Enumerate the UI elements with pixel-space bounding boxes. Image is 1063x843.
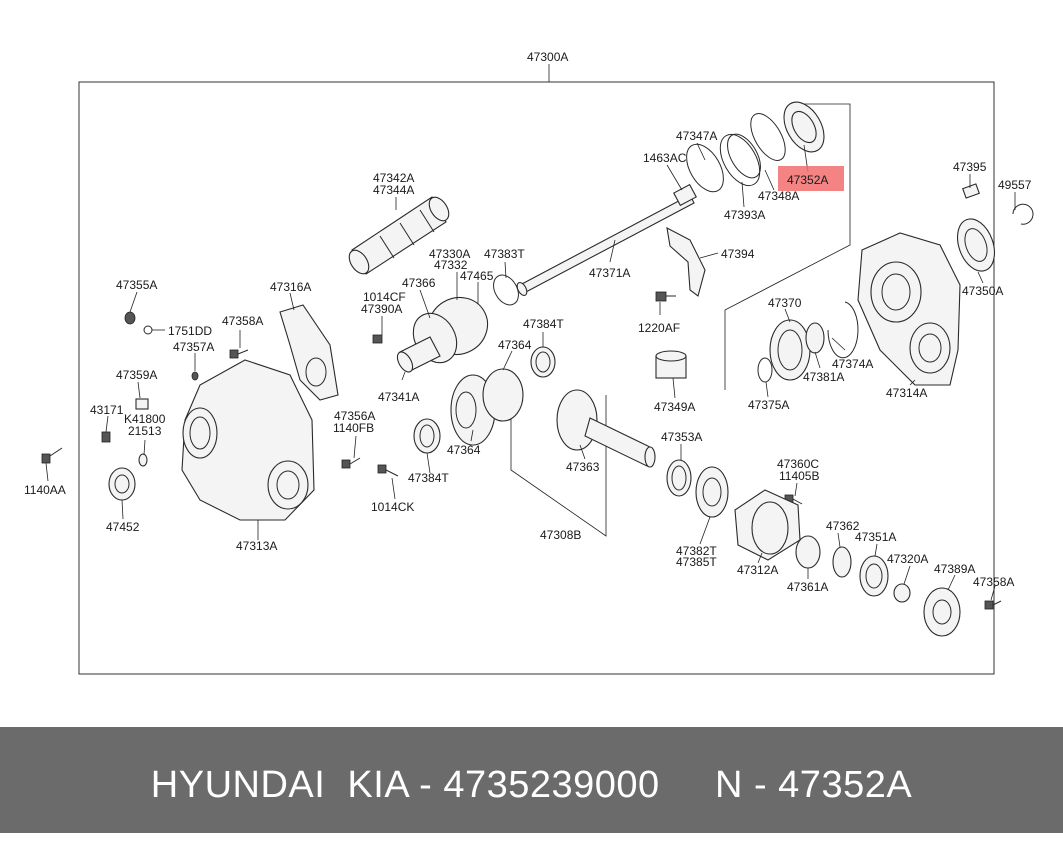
input-gear-part [396,274,556,378]
label-43171: 43171 [90,403,124,417]
label-47312A: 47312A [737,563,778,577]
callout-labels: 47300A 47347A 1463AC 47352A 47348A 47393… [24,50,1032,594]
label-47342A: 47342A [373,171,414,185]
label-K41800: K41800 [124,412,166,426]
label-47452: 47452 [106,520,140,534]
label-47300A: 47300A [527,50,568,64]
label-47364-lower: 47364 [447,443,481,457]
label-1140FB: 1140FB [333,421,374,435]
label-47349A: 47349A [654,400,695,414]
rear-housing-part [857,232,961,386]
label-47389A: 47389A [934,562,975,576]
label-47390A: 47390A [361,302,402,316]
label-1014CK: 1014CK [371,500,414,514]
label-47332: 47332 [434,258,468,272]
part-number-text: HYUNDAI KIA - 4735239000 N - 47352A [150,764,913,806]
bolt-parts [41,291,1002,610]
label-47385T: 47385T [676,555,717,569]
label-47357A: 47357A [173,340,214,354]
label-47313A: 47313A [236,539,277,553]
label-47356A: 47356A [334,409,375,423]
exploded-parts-diagram: 47300A 47347A 1463AC 47352A 47348A 47393… [24,50,1034,675]
leader-lines [45,142,1016,601]
shield-plate-part [666,227,706,297]
label-47375A: 47375A [748,398,789,412]
label-47330A: 47330A [429,247,470,261]
label-47362: 47362 [826,519,860,533]
label-47316A: 47316A [270,280,311,294]
label-47371A: 47371A [589,266,630,280]
label-1751DD: 1751DD [168,324,212,338]
label-47341A: 47341A [378,390,419,404]
part-number-footer: HYUNDAI KIA - 4735239000 N - 47352A [0,727,1063,833]
label-47359A: 47359A [116,368,157,382]
label-49557: 49557 [998,178,1032,192]
spline-sleeve-part [348,196,450,275]
label-47347A: 47347A [676,129,717,143]
label-47364-upper: 47364 [498,338,532,352]
label-21513: 21513 [128,424,162,438]
label-47395: 47395 [953,160,987,174]
label-47382T: 47382T [676,544,717,558]
label-47370: 47370 [768,296,802,310]
label-47358A-left: 47358A [222,314,263,328]
label-47352A: 47352A [787,173,828,187]
label-47320A: 47320A [887,552,928,566]
label-1463AC: 1463AC [643,151,687,165]
label-47350A: 47350A [962,284,1003,298]
extension-housing-part [666,459,961,637]
label-47393A: 47393A [724,208,765,222]
label-47381A: 47381A [803,370,844,384]
label-47394: 47394 [721,247,755,261]
label-47383T: 47383T [484,247,525,261]
label-47358A-right: 47358A [973,575,1014,589]
highlight-box [778,166,844,191]
label-47360C: 47360C [777,457,819,471]
label-47308B: 47308B [540,528,581,542]
label-47351A: 47351A [855,530,896,544]
label-1014CF: 1014CF [363,290,406,304]
snap-ring-parts [686,101,825,193]
label-47353A: 47353A [661,430,702,444]
oil-seal-part [956,183,1034,272]
front-housing-part [108,304,339,521]
label-47363: 47363 [566,460,600,474]
label-47355A: 47355A [116,278,157,292]
label-47374A: 47374A [832,357,873,371]
label-1220AF: 1220AF [638,321,680,335]
label-47384T-upper: 47384T [523,317,564,331]
label-11405B: 11405B [779,469,819,483]
label-47465: 47465 [460,269,494,283]
label-47384T-lower: 47384T [408,471,449,485]
assembly-frame [78,81,995,675]
driven-gear-part [556,389,656,468]
transfer-gear-part [413,368,524,454]
label-47366: 47366 [402,276,436,290]
label-47344A: 47344A [373,183,414,197]
label-1140AA: 1140AA [24,483,66,497]
label-47314A: 47314A [886,386,927,400]
label-47348A: 47348A [758,189,799,203]
label-47361A: 47361A [787,580,828,594]
